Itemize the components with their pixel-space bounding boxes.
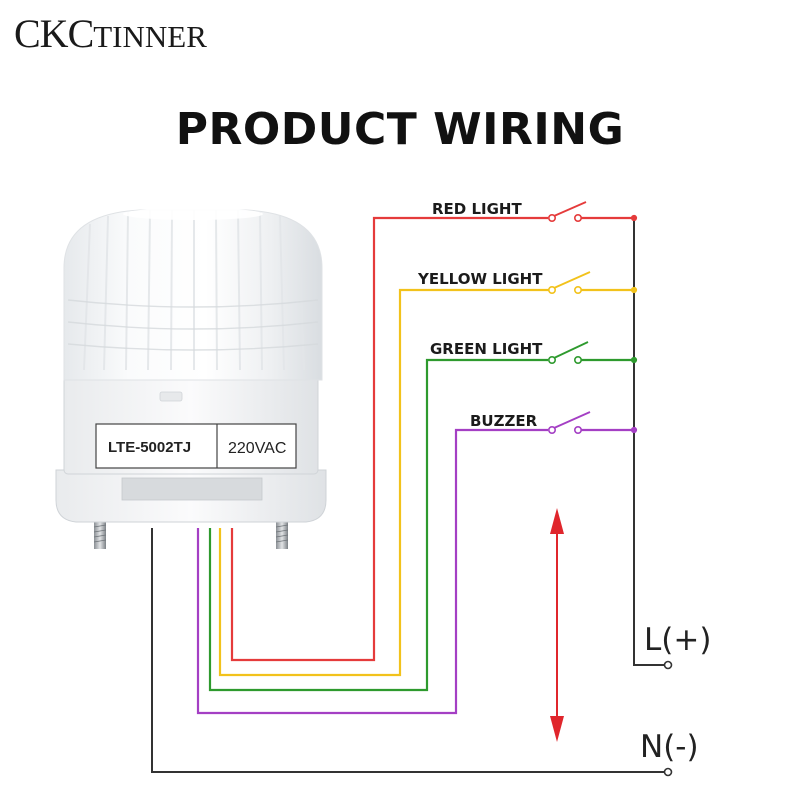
switch-buzzer <box>547 411 638 434</box>
wires-layer <box>151 216 665 773</box>
line-bus-wire <box>633 218 665 666</box>
stack-light-device: LTE-5002TJ 220VAC <box>55 208 327 549</box>
label-yellow-light: YELLOW LIGHT <box>417 270 543 288</box>
device-model: LTE-5002TJ <box>108 439 191 456</box>
label-green-light: GREEN LIGHT <box>430 340 543 358</box>
switch-yellow <box>547 271 638 294</box>
buzzer-wire <box>196 428 548 715</box>
brand-name-rest: TINNER <box>93 19 207 54</box>
label-red-light: RED LIGHT <box>432 200 522 218</box>
device-base-slot <box>121 477 263 501</box>
neutral-wire <box>151 528 665 773</box>
device-label-plate: LTE-5002TJ 220VAC <box>95 423 297 469</box>
double-arrow-icon <box>550 508 564 742</box>
switches-layer <box>547 201 638 434</box>
label-buzzer: BUZZER <box>470 412 538 430</box>
red-wire <box>230 216 548 662</box>
terminal-neutral-label: N(-) <box>640 729 699 765</box>
brand-logo: CKCTINNER <box>14 14 207 54</box>
green-wire <box>208 358 548 692</box>
terminal-neutral: N(-) <box>640 729 699 777</box>
device-voltage: 220VAC <box>228 440 286 457</box>
terminal-line: L(+) <box>644 622 711 670</box>
yellow-wire <box>218 288 550 677</box>
terminal-line-label: L(+) <box>644 622 711 658</box>
switch-red <box>547 201 638 223</box>
switch-green <box>547 341 638 364</box>
page-title: PRODUCT WIRING <box>175 104 625 155</box>
brand-initials: CKC <box>14 11 94 56</box>
